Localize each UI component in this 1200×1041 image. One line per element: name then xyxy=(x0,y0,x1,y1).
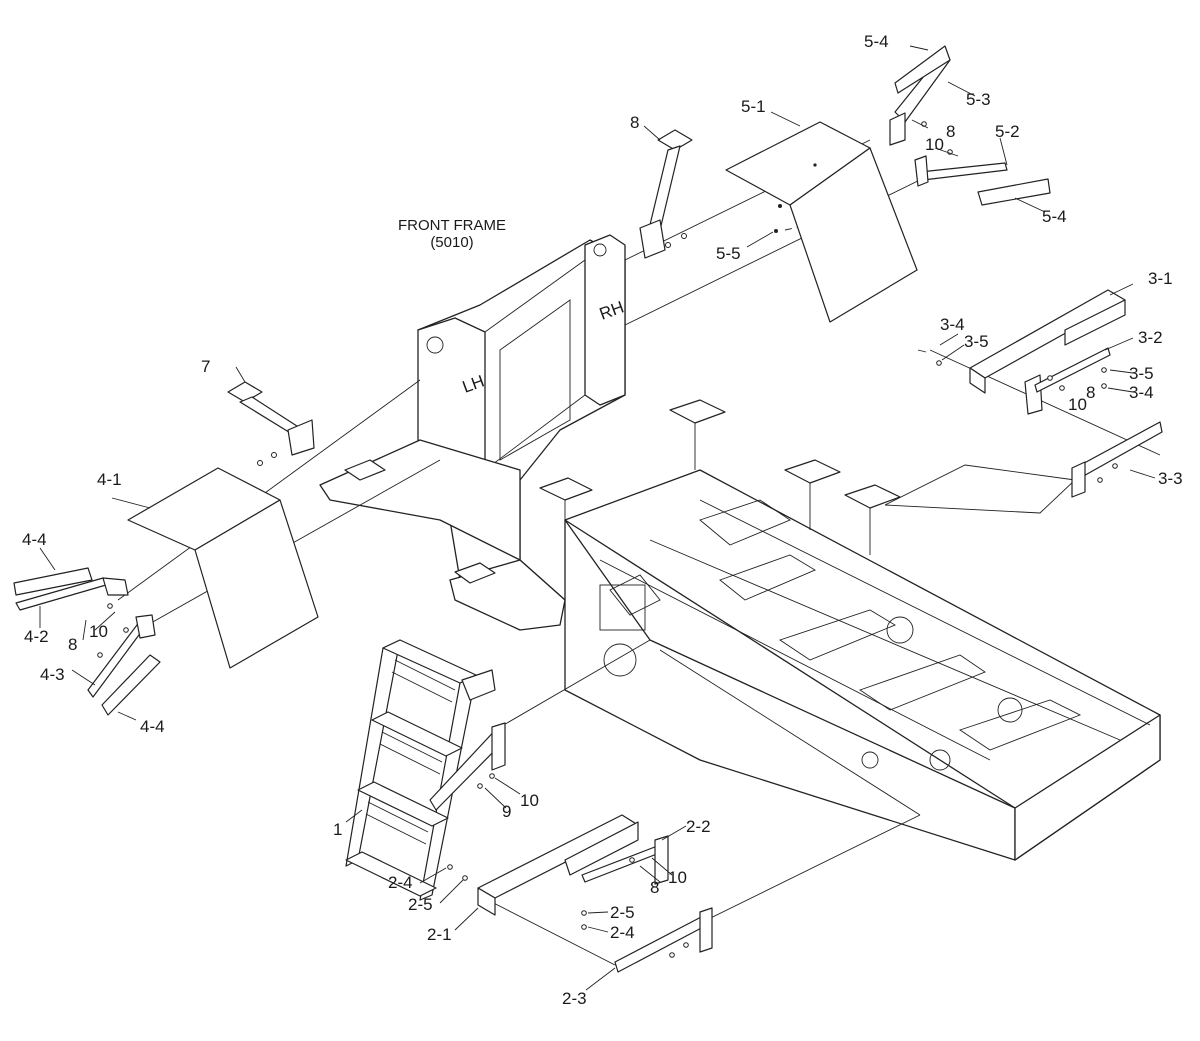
callout-5-4: 5-4 xyxy=(1042,207,1067,226)
callout-3-1: 3-1 xyxy=(1148,269,1173,288)
callout-3-2: 3-2 xyxy=(1138,328,1163,347)
lh-stays-4 xyxy=(13,567,161,716)
callout-8: 8 xyxy=(946,122,955,141)
callout-4-3: 4-3 xyxy=(40,665,65,684)
callout-5-2: 5-2 xyxy=(995,122,1020,141)
callout-3-4: 3-4 xyxy=(940,315,965,334)
callout-2-4: 2-4 xyxy=(388,873,413,892)
callout-6: 7 xyxy=(201,357,210,376)
callout-5-3: 5-3 xyxy=(966,90,991,109)
callout-8: 8 xyxy=(650,878,659,897)
callout-10: 10 xyxy=(520,791,539,810)
callout-2-5: 2-5 xyxy=(610,903,635,922)
callout-2-3: 2-3 xyxy=(562,989,587,1008)
callout-8: 8 xyxy=(68,635,77,654)
callout-2-1: 2-1 xyxy=(427,925,452,944)
rh-stays-5 xyxy=(889,45,1051,206)
callout-4-1: 4-1 xyxy=(97,470,122,489)
step-ladder-1 xyxy=(345,639,506,901)
callout-3-5: 3-5 xyxy=(1129,364,1154,383)
callout-4-4: 4-4 xyxy=(140,717,165,736)
bracket-7 xyxy=(639,129,693,259)
lh-fender-4-1 xyxy=(127,467,319,669)
callout-3-3: 3-3 xyxy=(1158,469,1183,488)
callout-9: 9 xyxy=(502,802,511,821)
callout-labels: 8 7 5-1 5-4 5-3 5-2 5-4 5-5 8 10 3-1 3-2… xyxy=(22,32,1183,1008)
callout-3-4: 3-4 xyxy=(1129,383,1154,402)
front-frame: LH RH xyxy=(319,234,1161,861)
callout-5-5: 5-5 xyxy=(716,244,741,263)
rh-fender-5-1 xyxy=(725,121,918,323)
callout-2-5: 2-5 xyxy=(408,895,433,914)
callout-4-2: 4-2 xyxy=(24,627,49,646)
side-step-2 xyxy=(447,814,713,973)
callout-8: 8 xyxy=(1086,383,1095,402)
diagram-title: FRONT FRAME xyxy=(398,217,506,234)
leader-lines xyxy=(39,45,1156,991)
callout-3-5: 3-5 xyxy=(964,332,989,351)
callout-4-4: 4-4 xyxy=(22,530,47,549)
callout-10: 10 xyxy=(925,135,944,154)
callout-1: 1 xyxy=(333,820,342,839)
callout-10: 10 xyxy=(89,622,108,641)
callout-2-2: 2-2 xyxy=(686,817,711,836)
callout-2-4: 2-4 xyxy=(610,923,635,942)
callout-5-1: 5-1 xyxy=(741,97,766,116)
diagram-title-code: (5010) xyxy=(430,234,473,251)
callout-5-4: 5-4 xyxy=(864,32,889,51)
bracket-6 xyxy=(227,381,315,466)
callout-10: 10 xyxy=(1068,395,1087,414)
callout-7: 8 xyxy=(630,113,639,132)
callout-10: 10 xyxy=(668,868,687,887)
side-step-3 xyxy=(917,289,1163,498)
